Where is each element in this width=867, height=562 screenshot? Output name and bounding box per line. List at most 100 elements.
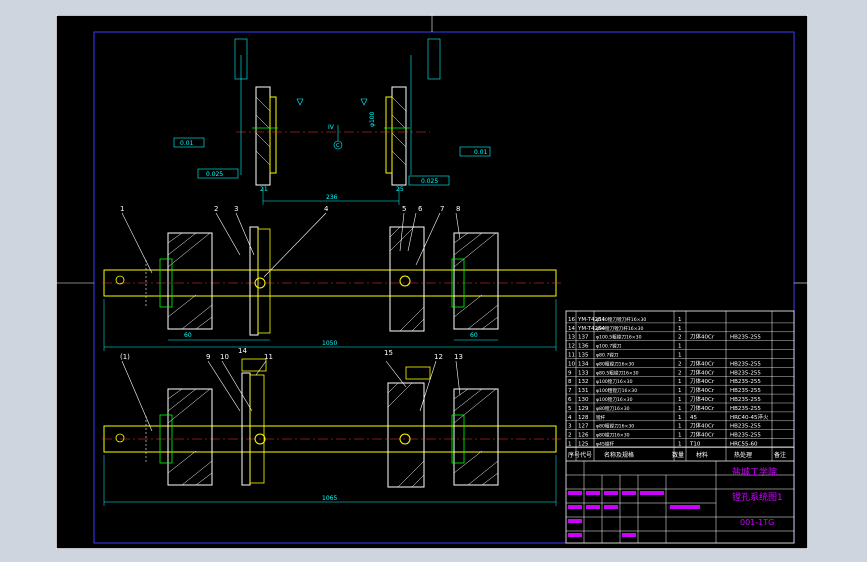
callout-4: 4 — [324, 205, 329, 213]
parts-cell-material: 刀体40Cr — [690, 395, 715, 403]
header-material: 材料 — [696, 451, 708, 459]
dim-60-right: 60 — [470, 332, 478, 339]
parts-cell-code: 134 — [578, 361, 589, 367]
parts-cell-name: φ100粗镗刀16×30 — [596, 387, 637, 394]
callout-8: 8 — [456, 205, 460, 213]
parts-cell-material: 刀体40Cr — [690, 368, 715, 376]
parts-cell-qty: 1 — [678, 442, 682, 448]
parts-cell-code: 130 — [578, 397, 589, 403]
dim-21: 21 — [260, 186, 268, 193]
dim-236: 236 — [326, 194, 338, 201]
parts-cell-name: φ100镗刀16×30 — [596, 378, 633, 385]
parts-cell-code: 137 — [578, 335, 589, 341]
parts-cell-code: YM-T4254 — [577, 326, 605, 332]
parts-cell-heat: HB235-255 — [730, 361, 761, 367]
callout-7: 7 — [440, 205, 444, 213]
parts-cell-no: 7 — [568, 388, 572, 394]
callout-3: 3 — [234, 205, 238, 213]
parts-cell-no: 13 — [568, 335, 575, 341]
parts-cell-qty: 1 — [678, 379, 682, 385]
callout-1-alt: (1) — [120, 353, 130, 361]
drawing-title: 镗孔系统图1 — [732, 491, 783, 503]
parts-cell-heat: HB235-255 — [730, 406, 761, 412]
parts-cell-name: φ100镗刀16×30 — [596, 396, 633, 403]
parts-cell-code: 127 — [578, 424, 589, 430]
school-name: 盐城工学院 — [732, 466, 777, 478]
parts-cell-qty: 2 — [678, 335, 682, 341]
tol-top-left-1: 0.01 — [180, 140, 194, 147]
parts-cell-name: φ80.5粗镗刀16×30 — [596, 369, 639, 376]
parts-cell-qty: 1 — [678, 415, 682, 421]
dim-1065: 1065 — [322, 495, 337, 502]
top-section-view: 0.01 0.025 0.01 0.025 IV C 236 21 25 φ10… — [173, 38, 491, 205]
parts-cell-name: φ90镗刀镗刀杆16×30 — [596, 325, 643, 332]
parts-cell-code: 129 — [578, 406, 589, 412]
parts-cell-code: 131 — [578, 388, 589, 394]
parts-cell-heat: HB235-255 — [730, 433, 761, 439]
parts-cell-code: 125 — [578, 442, 589, 448]
callout-12: 12 — [434, 353, 443, 361]
dim-1050: 1050 — [322, 340, 337, 347]
parts-cell-heat: HB235-255 — [730, 388, 761, 394]
parts-cell-material: 刀体40Cr — [690, 386, 715, 394]
parts-cell-heat: HRC40-45淬火 — [730, 413, 769, 421]
tol-top-right-1: 0.01 — [474, 149, 488, 156]
parts-cell-no: 1 — [568, 442, 572, 448]
parts-cell-heat: HRC55-60 — [730, 442, 758, 448]
parts-cell-material: 刀体40Cr — [690, 333, 715, 341]
header-remark: 备注 — [774, 451, 786, 459]
parts-cell-no: 4 — [568, 415, 572, 421]
callout-14: 14 — [238, 347, 247, 355]
parts-cell-material: 刀体40Cr — [690, 404, 715, 412]
callout-5: 5 — [402, 205, 406, 213]
callout-1: 1 — [120, 205, 124, 213]
parts-cell-qty: 1 — [678, 388, 682, 394]
parts-cell-name: φ110镗刀镗刀杆16×30 — [596, 316, 646, 323]
parts-cell-material: 刀体40Cr — [690, 422, 715, 430]
parts-cell-code: 135 — [578, 353, 589, 359]
parts-cell-name: φ80.7镗刀 — [596, 352, 619, 359]
parts-cell-name: φ80粗镗刀16×30 — [596, 360, 634, 367]
callout-2: 2 — [214, 205, 218, 213]
parts-cell-material: 45 — [690, 415, 697, 421]
callout-9: 9 — [206, 353, 210, 361]
parts-cell-material: 刀体40Cr — [690, 431, 715, 439]
header-heat: 热处理 — [734, 451, 752, 459]
parts-cell-no: 9 — [568, 370, 572, 376]
parts-cell-no: 12 — [568, 344, 575, 350]
parts-cell-qty: 1 — [678, 424, 682, 430]
boring-system-drawing: 0.01 0.025 0.01 0.025 IV C 236 21 25 φ10… — [56, 15, 808, 549]
drawing-number: 001-1TG — [740, 518, 774, 527]
parts-cell-qty: 1 — [678, 344, 682, 350]
parts-cell-no: 3 — [568, 424, 572, 430]
parts-cell-name: φ80镗刀16×30 — [596, 405, 630, 412]
parts-cell-code: 132 — [578, 379, 589, 385]
dim-25: 25 — [396, 186, 404, 193]
parts-cell-name: φ45镗杆 — [596, 441, 614, 448]
tol-top-right-2: 0.025 — [421, 178, 438, 185]
header-code: 代号 — [580, 451, 592, 459]
parts-cell-heat: HB235-255 — [730, 379, 761, 385]
section-label: IV — [328, 124, 335, 131]
tol-top-left-2: 0.025 — [206, 171, 223, 178]
parts-cell-qty: 1 — [678, 317, 682, 323]
parts-cell-no: 11 — [568, 353, 575, 359]
parts-cell-heat: HB235-255 — [730, 424, 761, 430]
parts-cell-no: 5 — [568, 406, 572, 412]
callout-10: 10 — [220, 353, 229, 361]
parts-cell-heat: HB235-255 — [730, 397, 761, 403]
header-name: 名称及规格 — [604, 451, 634, 459]
parts-cell-qty: 1 — [678, 326, 682, 332]
parts-cell-heat: HB235-255 — [730, 370, 761, 376]
parts-cell-qty: 1 — [678, 353, 682, 359]
parts-cell-name: φ100.5粗镗刀16×30 — [596, 334, 642, 341]
parts-cell-qty: 1 — [678, 406, 682, 412]
callout-15: 15 — [384, 349, 393, 357]
parts-cell-code: 133 — [578, 370, 589, 376]
callout-11: 11 — [264, 353, 273, 361]
parts-cell-qty: 1 — [678, 433, 682, 439]
datum-label: C — [336, 143, 340, 149]
dim-60-left: 60 — [184, 332, 192, 339]
